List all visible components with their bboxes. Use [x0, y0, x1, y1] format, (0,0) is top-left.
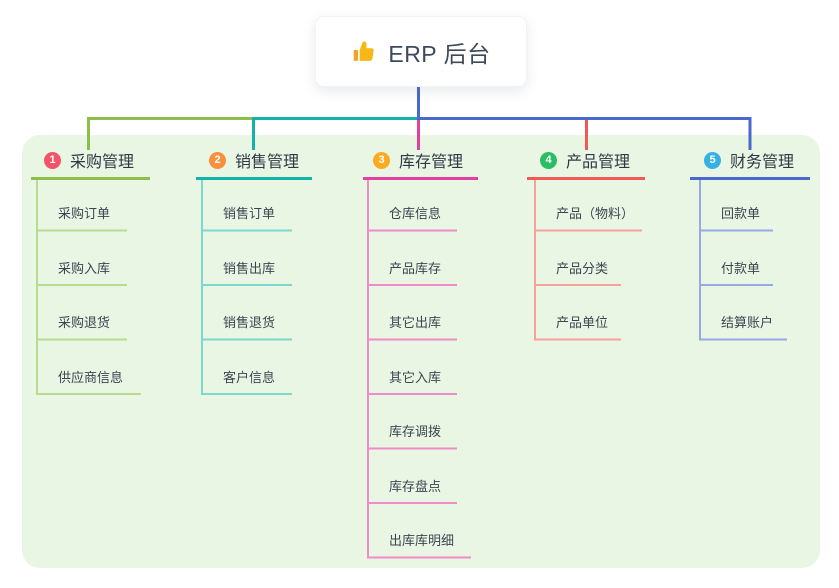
branch-title: 产品管理	[566, 154, 631, 171]
thumbs-up-icon	[351, 39, 377, 65]
mindmap-node[interactable]: 销售订单	[223, 206, 276, 221]
branch-node-product[interactable]: 4 产品管理	[540, 150, 631, 171]
mindmap-node[interactable]: 供应商信息	[58, 370, 124, 385]
mindmap-node[interactable]: 采购入库	[58, 261, 111, 276]
mindmap-node[interactable]: 销售退货	[223, 315, 276, 330]
branch-number-badge: 1	[44, 151, 61, 169]
branch-node-purchase[interactable]: 1 采购管理	[44, 150, 135, 171]
mindmap-node[interactable]: 出库库明细	[389, 533, 455, 548]
branch-title: 采购管理	[70, 154, 135, 171]
branch-title: 财务管理	[730, 154, 795, 171]
mindmap-node[interactable]: 产品分类	[556, 261, 609, 276]
branch-node-sales[interactable]: 2 销售管理	[209, 150, 300, 171]
mindmap-node[interactable]: 采购订单	[58, 206, 111, 221]
root-node[interactable]: ERP 后台	[315, 16, 527, 87]
mindmap-node[interactable]: 结算账户	[721, 315, 774, 330]
mindmap-node[interactable]: 产品（物料）	[556, 206, 635, 221]
branch-title: 库存管理	[399, 154, 464, 171]
mindmap-node[interactable]: 回款单	[721, 206, 761, 221]
mindmap-node[interactable]: 产品单位	[556, 315, 609, 330]
mindmap-node[interactable]: 库存盘点	[389, 479, 442, 494]
branch-number-badge: 4	[540, 151, 557, 169]
mindmap-node[interactable]: 仓库信息	[389, 206, 442, 221]
branch-number-badge: 5	[704, 151, 721, 169]
root-title: ERP 后台	[388, 40, 491, 67]
branch-node-finance[interactable]: 5 财务管理	[704, 150, 795, 171]
branches-panel	[22, 135, 820, 568]
branch-number-badge: 3	[373, 151, 390, 169]
mindmap-node[interactable]: 其它入库	[389, 370, 442, 385]
mindmap-node[interactable]: 产品库存	[389, 261, 442, 276]
mindmap-node[interactable]: 销售出库	[223, 261, 276, 276]
mindmap-node[interactable]: 其它出库	[389, 315, 442, 330]
branch-title: 销售管理	[235, 154, 300, 171]
mindmap-node[interactable]: 付款单	[721, 261, 761, 276]
mindmap-node[interactable]: 采购退货	[58, 315, 111, 330]
mindmap-node[interactable]: 客户信息	[223, 370, 276, 385]
branch-node-inventory[interactable]: 3 库存管理	[373, 150, 464, 171]
mindmap-node[interactable]: 库存调拨	[389, 424, 442, 439]
branch-number-badge: 2	[209, 151, 226, 169]
